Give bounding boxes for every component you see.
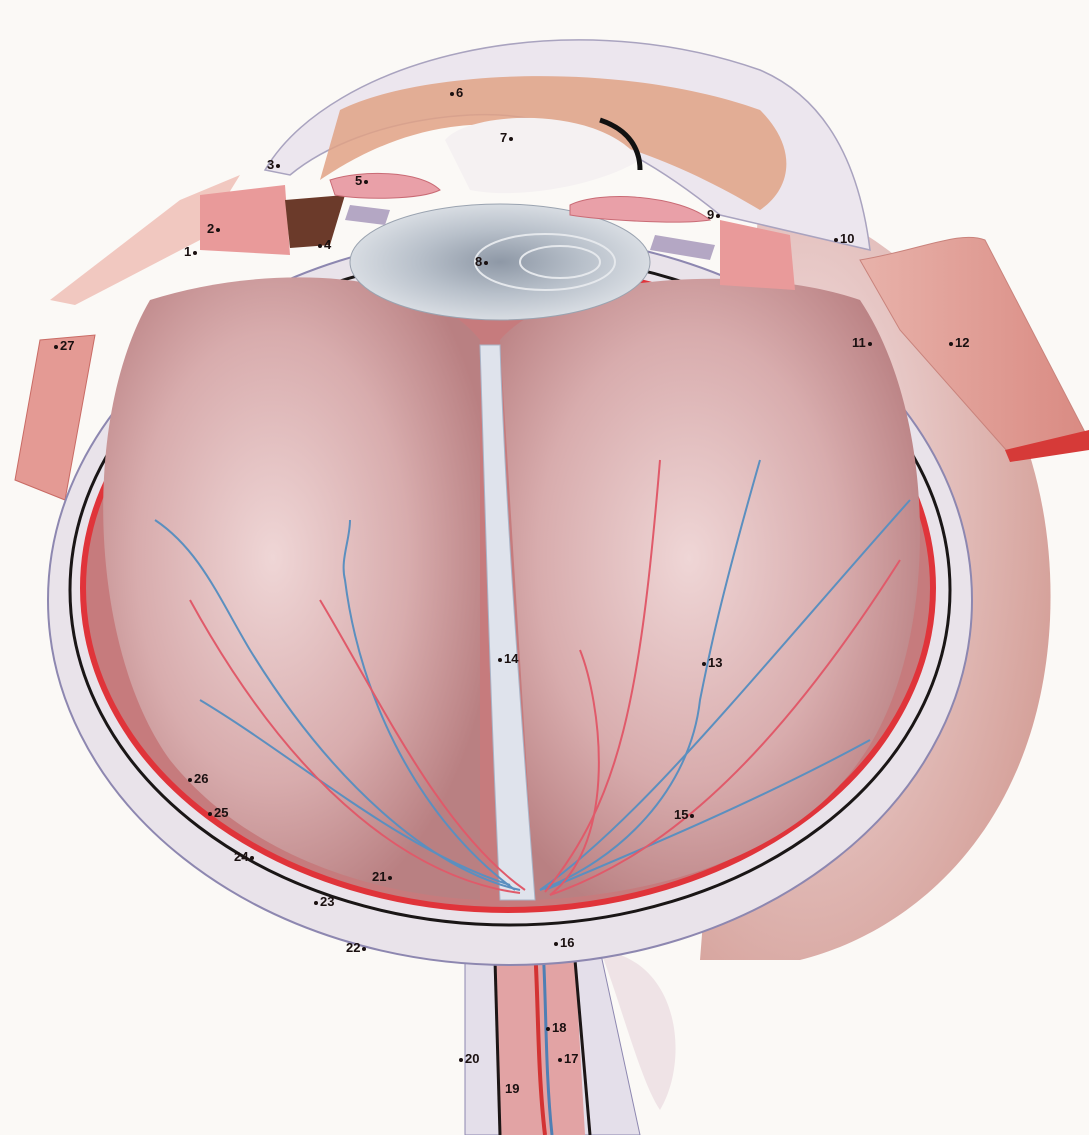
- label-23: 23: [312, 895, 334, 908]
- label-25: 25: [206, 806, 228, 819]
- label-21: 21: [372, 870, 394, 883]
- lens: [350, 204, 650, 320]
- label-2: 2: [207, 222, 222, 235]
- label-8: 8: [475, 255, 490, 268]
- label-13: 13: [700, 656, 722, 669]
- label-10: 10: [832, 232, 854, 245]
- label-12: 12: [947, 336, 969, 349]
- label-6: 6: [448, 86, 463, 99]
- label-19: 19: [505, 1082, 519, 1095]
- label-16: 16: [552, 936, 574, 949]
- label-1: 1: [184, 245, 199, 258]
- label-22: 22: [346, 941, 368, 954]
- label-3: 3: [267, 158, 282, 171]
- label-9: 9: [707, 208, 722, 221]
- label-11: 11: [852, 336, 874, 349]
- label-7: 7: [500, 131, 515, 144]
- label-5: 5: [355, 174, 370, 187]
- label-18: 18: [544, 1021, 566, 1034]
- label-17: 17: [556, 1052, 578, 1065]
- label-26: 26: [186, 772, 208, 785]
- label-27: 27: [52, 339, 74, 352]
- label-15: 15: [674, 808, 696, 821]
- label-4: 4: [316, 238, 331, 251]
- label-14: 14: [496, 652, 518, 665]
- label-24: 24: [234, 850, 256, 863]
- label-20: 20: [457, 1052, 479, 1065]
